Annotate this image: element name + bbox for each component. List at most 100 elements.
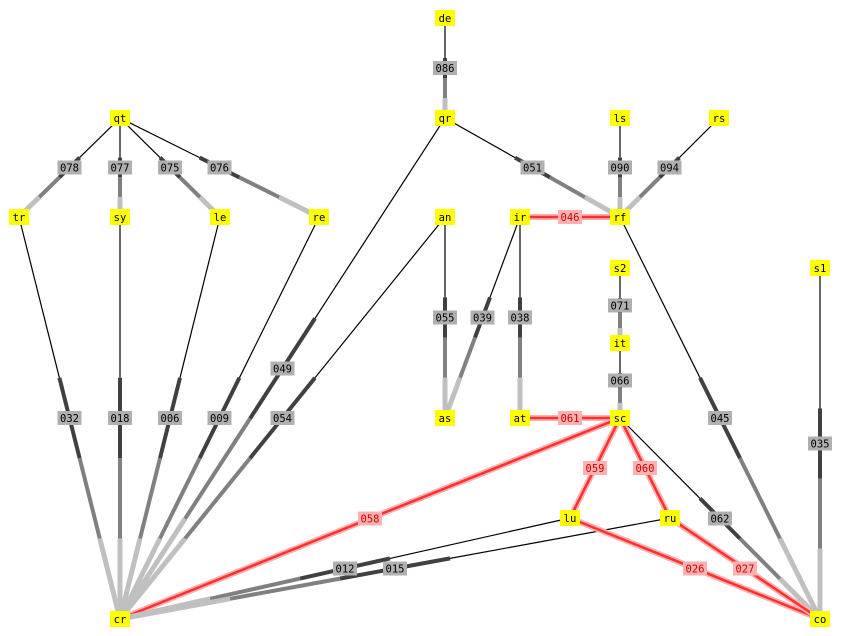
edge-ir-as-seg-0 — [489, 216, 521, 298]
node-label: an — [439, 212, 452, 224]
edge-label-text: 026 — [686, 564, 705, 576]
edge-qt-le-seg-2 — [178, 175, 202, 199]
edge-label-045: 045 — [708, 411, 732, 425]
edge-rf-co-seg-0 — [619, 216, 701, 379]
edge-an-cr-seg-0 — [314, 216, 446, 379]
edge-qr-rf-seg-0 — [444, 117, 516, 159]
edge-label-text: 039 — [473, 313, 492, 325]
edge-label-text: 076 — [210, 163, 229, 175]
edge-label-054: 054 — [270, 411, 295, 425]
node-qr[interactable]: qr — [435, 110, 455, 126]
node-label: rf — [614, 212, 627, 224]
node-lu[interactable]: lu — [560, 510, 580, 526]
node-s2[interactable]: s2 — [610, 260, 630, 276]
edge-tr-cr-seg-0 — [18, 216, 60, 378]
edge-label-text: 075 — [161, 163, 180, 175]
node-sy[interactable]: sy — [110, 209, 130, 225]
edge-label-059: 059 — [583, 461, 607, 475]
node-ls[interactable]: ls — [610, 110, 630, 126]
node-de[interactable]: de — [435, 10, 455, 26]
edge-label-076: 076 — [207, 160, 232, 175]
edge-label-text: 062 — [711, 514, 730, 526]
edge-rf-co-seg-3 — [777, 537, 823, 621]
node-le[interactable]: le — [210, 209, 230, 225]
edge-label-text: 066 — [611, 376, 630, 388]
edge-re-cr-seg-0 — [238, 216, 320, 379]
node-label: ir — [514, 212, 527, 224]
edge-ir-as-seg-2 — [458, 336, 477, 379]
edge-label-086: 086 — [433, 61, 457, 75]
edge-label-018: 018 — [108, 411, 132, 425]
edge-qr-cr-seg-2 — [183, 417, 252, 520]
node-as[interactable]: as — [435, 410, 455, 426]
edge-label-text: 061 — [561, 413, 580, 425]
node-ru[interactable]: ru — [660, 510, 680, 526]
edge-label-062: 062 — [708, 511, 732, 526]
node-an[interactable]: an — [435, 209, 455, 225]
node-cr[interactable]: cr — [110, 611, 130, 627]
edge-label-006: 006 — [158, 411, 182, 425]
node-label: de — [439, 13, 452, 25]
edges-layer — [17, 18, 823, 622]
node-label: co — [814, 614, 827, 626]
node-rs[interactable]: rs — [709, 110, 729, 126]
edge-tr-cr-seg-2 — [77, 457, 102, 540]
node-ir[interactable]: ir — [510, 209, 530, 225]
edge-label-066: 066 — [608, 373, 632, 388]
node-co[interactable]: co — [810, 611, 830, 627]
edge-lu-cr-seg-0 — [389, 517, 571, 559]
node-it[interactable]: it — [610, 335, 630, 351]
edge-sc-co-seg-0 — [619, 417, 701, 499]
edge-label-060: 060 — [633, 461, 657, 475]
edge-label-text: 059 — [586, 463, 605, 475]
edge-label-text: 015 — [386, 564, 405, 576]
node-qt[interactable]: qt — [110, 110, 130, 126]
node-label: it — [614, 338, 627, 350]
node-label: at — [514, 413, 527, 425]
node-re[interactable]: re — [309, 209, 329, 225]
edge-ru-cr-seg-2 — [229, 576, 341, 601]
node-at[interactable]: at — [510, 410, 530, 426]
edge-label-078: 078 — [57, 160, 82, 175]
node-tr[interactable]: tr — [9, 209, 29, 225]
edge-qt-re-seg-2 — [238, 175, 281, 199]
edge-le-cr-seg-0 — [179, 216, 221, 378]
edge-label-046: 046 — [558, 210, 582, 224]
edge-label-text: 038 — [511, 313, 530, 325]
edge-label-075: 075 — [158, 160, 182, 175]
edge-label-text: 058 — [361, 514, 380, 526]
edge-tr-cr-seg-3 — [97, 537, 123, 620]
node-label: sy — [114, 212, 127, 224]
edge-label-text: 071 — [611, 301, 630, 313]
node-label: s2 — [614, 263, 627, 275]
edge-label-text: 045 — [711, 413, 730, 425]
edge-label-026: 026 — [683, 561, 707, 576]
node-sc[interactable]: sc — [610, 410, 630, 426]
edge-label-012: 012 — [333, 561, 357, 576]
edge-label-015: 015 — [383, 561, 407, 576]
node-s1[interactable]: s1 — [810, 260, 830, 276]
edge-label-text: 086 — [436, 63, 455, 75]
edge-an-cr-seg-2 — [183, 456, 252, 540]
edge-label-009: 009 — [207, 411, 232, 425]
node-label: cr — [114, 614, 127, 626]
edge-le-cr-seg-3 — [117, 537, 143, 620]
edge-label-text: 078 — [60, 163, 79, 175]
node-label: s1 — [814, 263, 827, 275]
edge-rf-co-seg-2 — [738, 457, 782, 540]
edge-ru-cr-seg-0 — [449, 517, 671, 559]
node-label: tr — [13, 212, 26, 224]
edge-label-text: 018 — [111, 413, 130, 425]
node-rf[interactable]: rf — [610, 209, 630, 225]
edge-re-cr-seg-2 — [158, 457, 202, 540]
edge-label-035: 035 — [808, 436, 832, 451]
edge-label-049: 049 — [270, 361, 295, 376]
edge-label-text: 032 — [60, 413, 79, 425]
edge-label-090: 090 — [608, 160, 632, 175]
edge-label-038: 038 — [508, 310, 532, 325]
edge-qt-tr-seg-2 — [37, 175, 61, 199]
edge-sc-co-seg-2 — [738, 537, 782, 581]
edge-label-text: 035 — [811, 439, 830, 451]
nodes-layer: de qr qt ls rs tr sy le re an ir rf s2 s1 it as at sc lu ru… — [9, 10, 830, 627]
edge-label-text: 046 — [561, 212, 580, 224]
